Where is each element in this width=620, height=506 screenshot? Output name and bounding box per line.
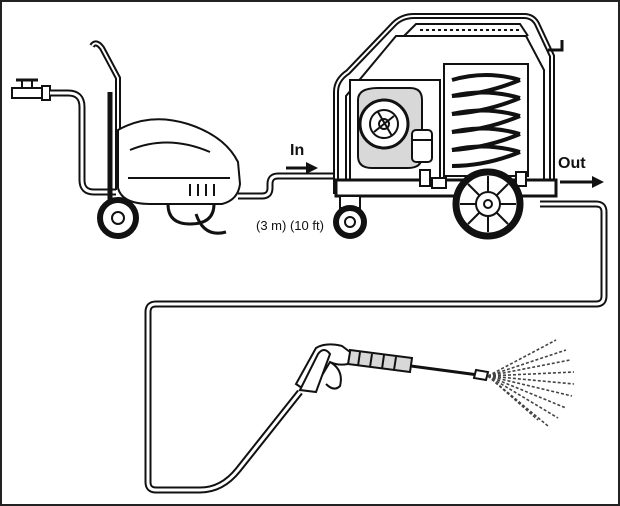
burner-fan (357, 87, 423, 169)
hose-length-label: (3 m) (10 ft) (254, 218, 326, 233)
water-spray (487, 339, 575, 427)
outlet-label: Out (558, 155, 586, 172)
water-tap (11, 78, 51, 101)
inlet-arrow-icon (286, 162, 318, 174)
spray-gun (294, 343, 490, 394)
inlet-label: In (290, 142, 305, 159)
heating-coil (451, 73, 521, 168)
washer-wheel (97, 197, 139, 239)
outlet-arrow-icon (560, 176, 604, 188)
caster-wheel (333, 195, 367, 239)
unit-wheel (452, 168, 524, 240)
hot-water-unit (333, 13, 564, 198)
